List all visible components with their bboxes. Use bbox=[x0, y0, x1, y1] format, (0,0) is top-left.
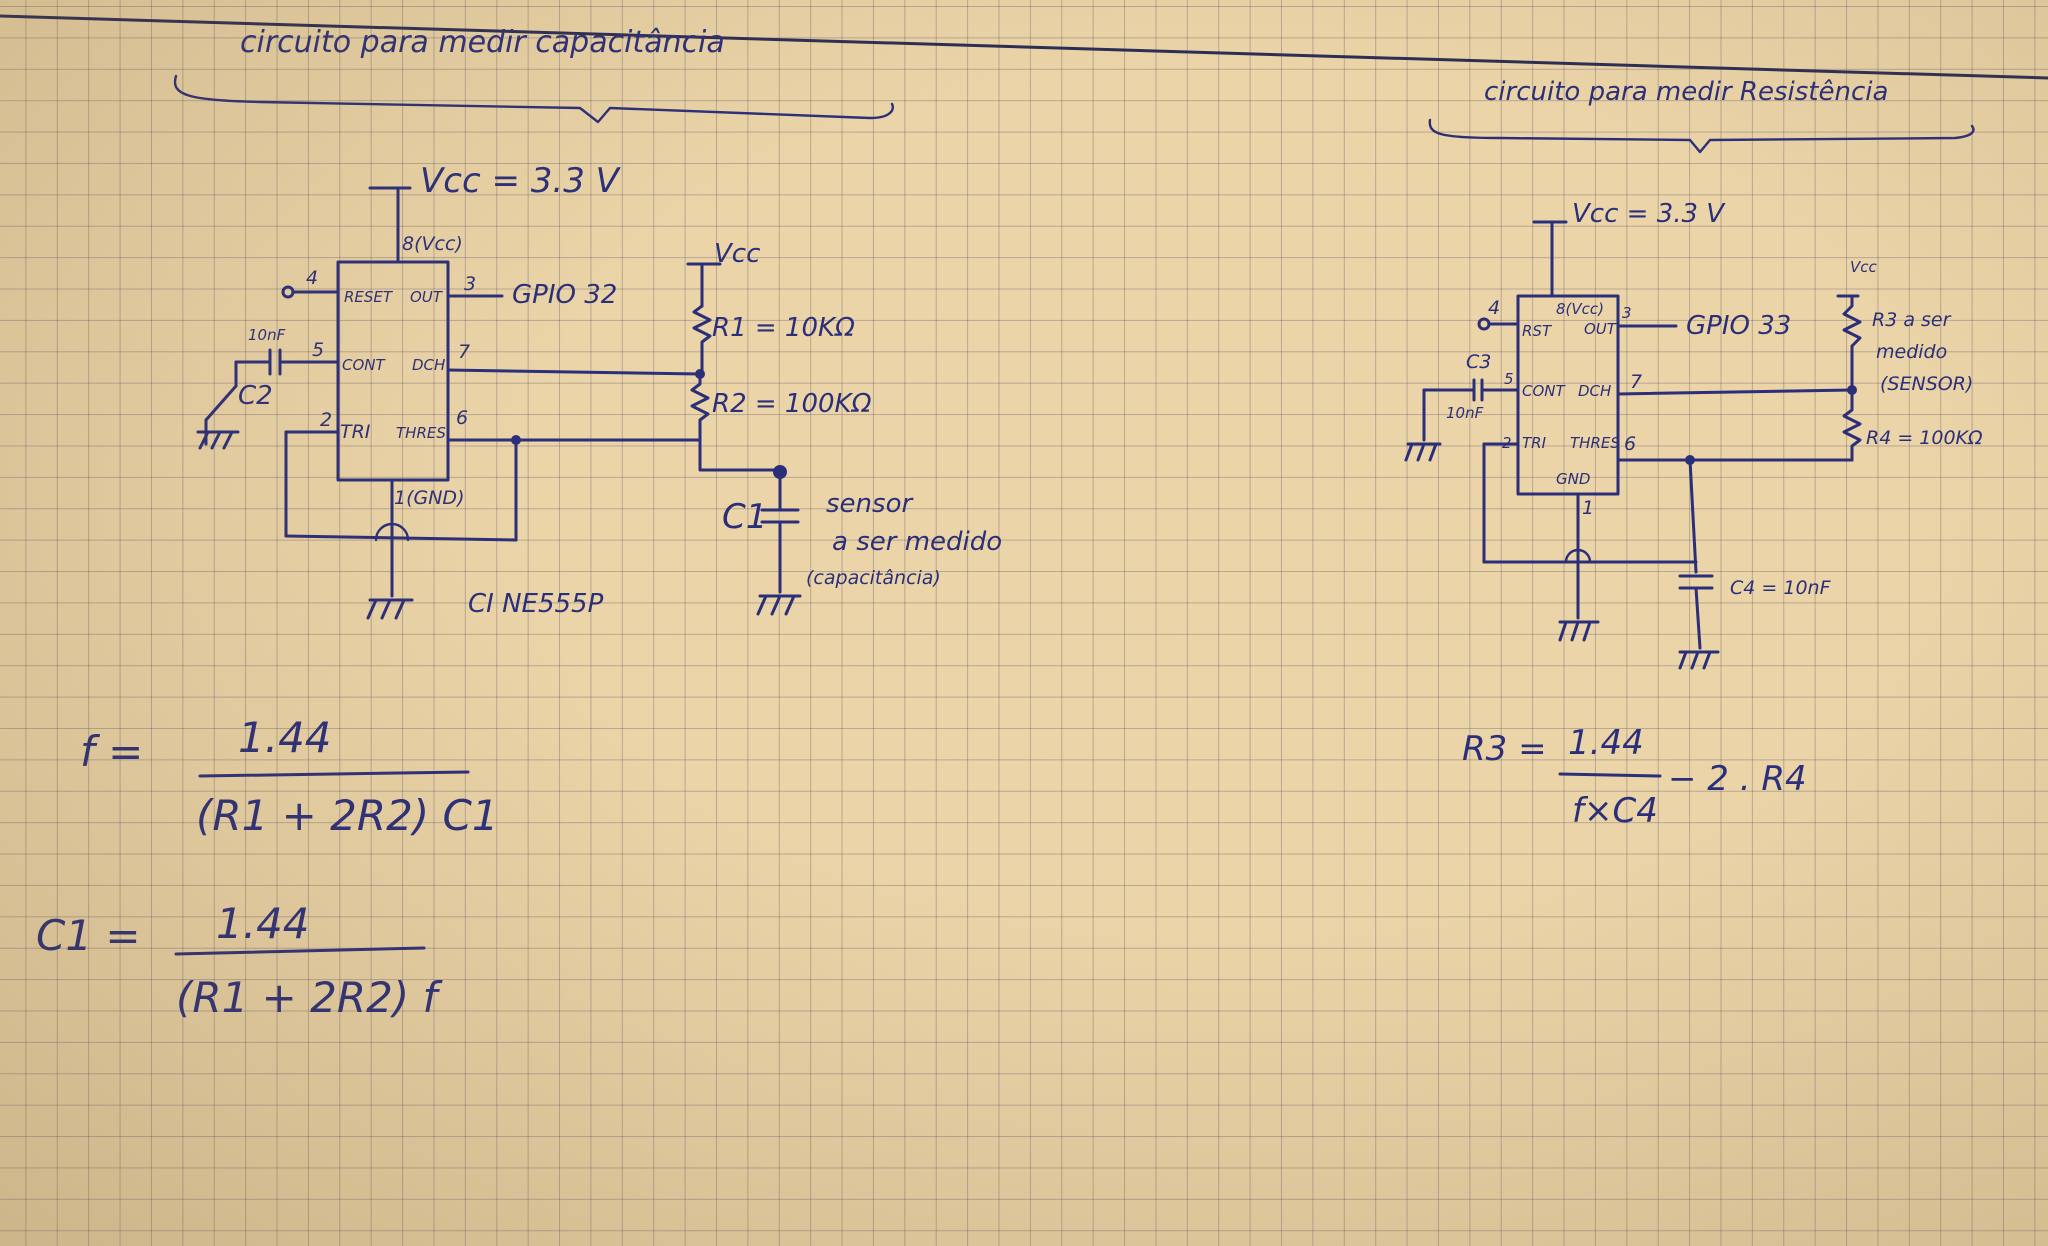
formula-frequency: f = 1.44 (R1 + 2R2) C1 bbox=[80, 713, 499, 840]
r4-label: R4 = 100KΩ bbox=[1866, 427, 1983, 449]
ground-icon bbox=[756, 594, 802, 616]
reset-pin-name: RESET bbox=[344, 288, 394, 306]
pin7-number: 7 bbox=[458, 341, 470, 363]
sensor-line3: (capacitância) bbox=[806, 567, 941, 589]
r1-label: R1 = 10KΩ bbox=[712, 313, 855, 343]
r3-line3: (SENSOR) bbox=[1880, 373, 1973, 395]
sensor-line2: a ser medido bbox=[832, 527, 1002, 557]
right-circuit-title: circuito para medir Resistência bbox=[1484, 77, 1888, 107]
tri-pin-name: TRI bbox=[1522, 434, 1547, 452]
ground-icon bbox=[1404, 442, 1442, 462]
f-fraction-bar bbox=[198, 770, 470, 778]
left-circuit-title: circuito para medir capacitância bbox=[240, 25, 725, 60]
dch-pin-name: DCH bbox=[412, 356, 445, 374]
right-circuit: circuito para medir Resistência Vcc = 3.… bbox=[1404, 77, 1983, 670]
gpio33-label: GPIO 33 bbox=[1686, 311, 1791, 341]
right-title-brace bbox=[1428, 118, 1975, 154]
pin1-number: 1 bbox=[1582, 497, 1594, 519]
formula-r3: R3 = 1.44 f×C4 − 2 . R4 bbox=[1462, 723, 1807, 831]
c1-fraction-bar bbox=[174, 946, 426, 956]
c3-value: 10nF bbox=[1446, 404, 1484, 422]
r1-resistor bbox=[692, 304, 712, 376]
ground-icon bbox=[1678, 650, 1720, 670]
vcc-label: Vcc = 3.3 V bbox=[1572, 199, 1726, 229]
dch-pin-name: DCH bbox=[1578, 382, 1611, 400]
c2-diag-wire bbox=[204, 384, 238, 422]
rst-pin-name: RST bbox=[1522, 322, 1553, 340]
c1-label: C1 bbox=[722, 497, 767, 537]
pin8-label: 8(Vcc) bbox=[1556, 300, 1604, 318]
c2-label: C2 bbox=[238, 381, 273, 411]
pin6-number: 6 bbox=[456, 407, 468, 429]
ground-icon bbox=[1558, 620, 1600, 642]
c1-lhs: C1 = bbox=[36, 911, 141, 960]
r3-fraction-bar bbox=[1558, 772, 1662, 778]
vcc-right-label: Vcc bbox=[714, 239, 760, 269]
chip-name: CI NE555P bbox=[468, 589, 604, 619]
c2-value: 10nF bbox=[248, 326, 286, 344]
c3-label: C3 bbox=[1466, 351, 1491, 373]
left-title-brace bbox=[173, 74, 894, 124]
out-pin-name: OUT bbox=[410, 288, 444, 306]
r4-resistor bbox=[1842, 388, 1862, 462]
c1-numerator: 1.44 bbox=[216, 899, 310, 948]
wire-hop bbox=[374, 522, 410, 542]
pin5-number: 5 bbox=[312, 339, 324, 361]
page-margin-line bbox=[0, 14, 2048, 80]
dch-wire bbox=[446, 368, 702, 376]
ground-icon bbox=[366, 598, 414, 620]
gpio32-label: GPIO 32 bbox=[512, 280, 617, 310]
r3-line2: medido bbox=[1876, 341, 1947, 363]
left-circuit: circuito para medir capacitância Vcc = 3… bbox=[173, 25, 1002, 620]
f-numerator: 1.44 bbox=[238, 713, 332, 762]
r3-tail: − 2 . R4 bbox=[1668, 759, 1807, 799]
cont-pin-name: CONT bbox=[342, 356, 387, 374]
pin4-number: 4 bbox=[1488, 297, 1500, 319]
r2-label: R2 = 100KΩ bbox=[712, 389, 872, 419]
pin4-number: 4 bbox=[306, 267, 318, 289]
pin3-number: 3 bbox=[464, 273, 476, 295]
pin5-number: 5 bbox=[1504, 370, 1514, 388]
f-denominator: (R1 + 2R2) C1 bbox=[196, 791, 499, 840]
thres-pin-name: THRES bbox=[396, 424, 446, 442]
out-pin-name: OUT bbox=[1584, 320, 1618, 338]
r3-denominator: f×C4 bbox=[1572, 791, 1658, 831]
dch-wire bbox=[1616, 388, 1854, 396]
c4-bottom-wire bbox=[1694, 586, 1702, 650]
r3-resistor bbox=[1842, 294, 1862, 392]
r3-lhs: R3 = bbox=[1462, 729, 1547, 769]
c1-denominator: (R1 + 2R2) f bbox=[176, 973, 444, 1022]
pin7-number: 7 bbox=[1630, 371, 1642, 393]
cont-pin-name: CONT bbox=[1522, 382, 1567, 400]
pin8-label: 8(Vcc) bbox=[402, 233, 463, 255]
thres-pin-name: THRES bbox=[1570, 434, 1620, 452]
pin3-number: 3 bbox=[1622, 304, 1632, 322]
sensor-line1: sensor bbox=[826, 489, 914, 519]
c4-label: C4 = 10nF bbox=[1730, 577, 1832, 599]
gnd-pin-name: GND bbox=[1556, 470, 1590, 488]
vcc-right-label: Vcc bbox=[1850, 258, 1878, 276]
pin2-number: 2 bbox=[1502, 434, 1512, 452]
pin6-number: 6 bbox=[1624, 433, 1636, 455]
gnd-pin-label: 1(GND) bbox=[394, 487, 464, 509]
formula-c1: C1 = 1.44 (R1 + 2R2) f bbox=[36, 899, 444, 1022]
ground-icon bbox=[196, 418, 240, 450]
r2-resistor bbox=[690, 372, 782, 472]
vcc-label: Vcc = 3.3 V bbox=[420, 161, 622, 201]
c4-top-wire bbox=[1688, 458, 1698, 574]
wire-hop bbox=[1564, 548, 1592, 564]
r3-numerator: 1.44 bbox=[1568, 723, 1644, 763]
r3-line1: R3 a ser bbox=[1872, 309, 1952, 331]
tri-pin-name: TRI bbox=[340, 421, 371, 443]
pin2-number: 2 bbox=[320, 409, 332, 431]
f-lhs: f = bbox=[80, 727, 143, 776]
bottom-wire bbox=[284, 534, 518, 542]
